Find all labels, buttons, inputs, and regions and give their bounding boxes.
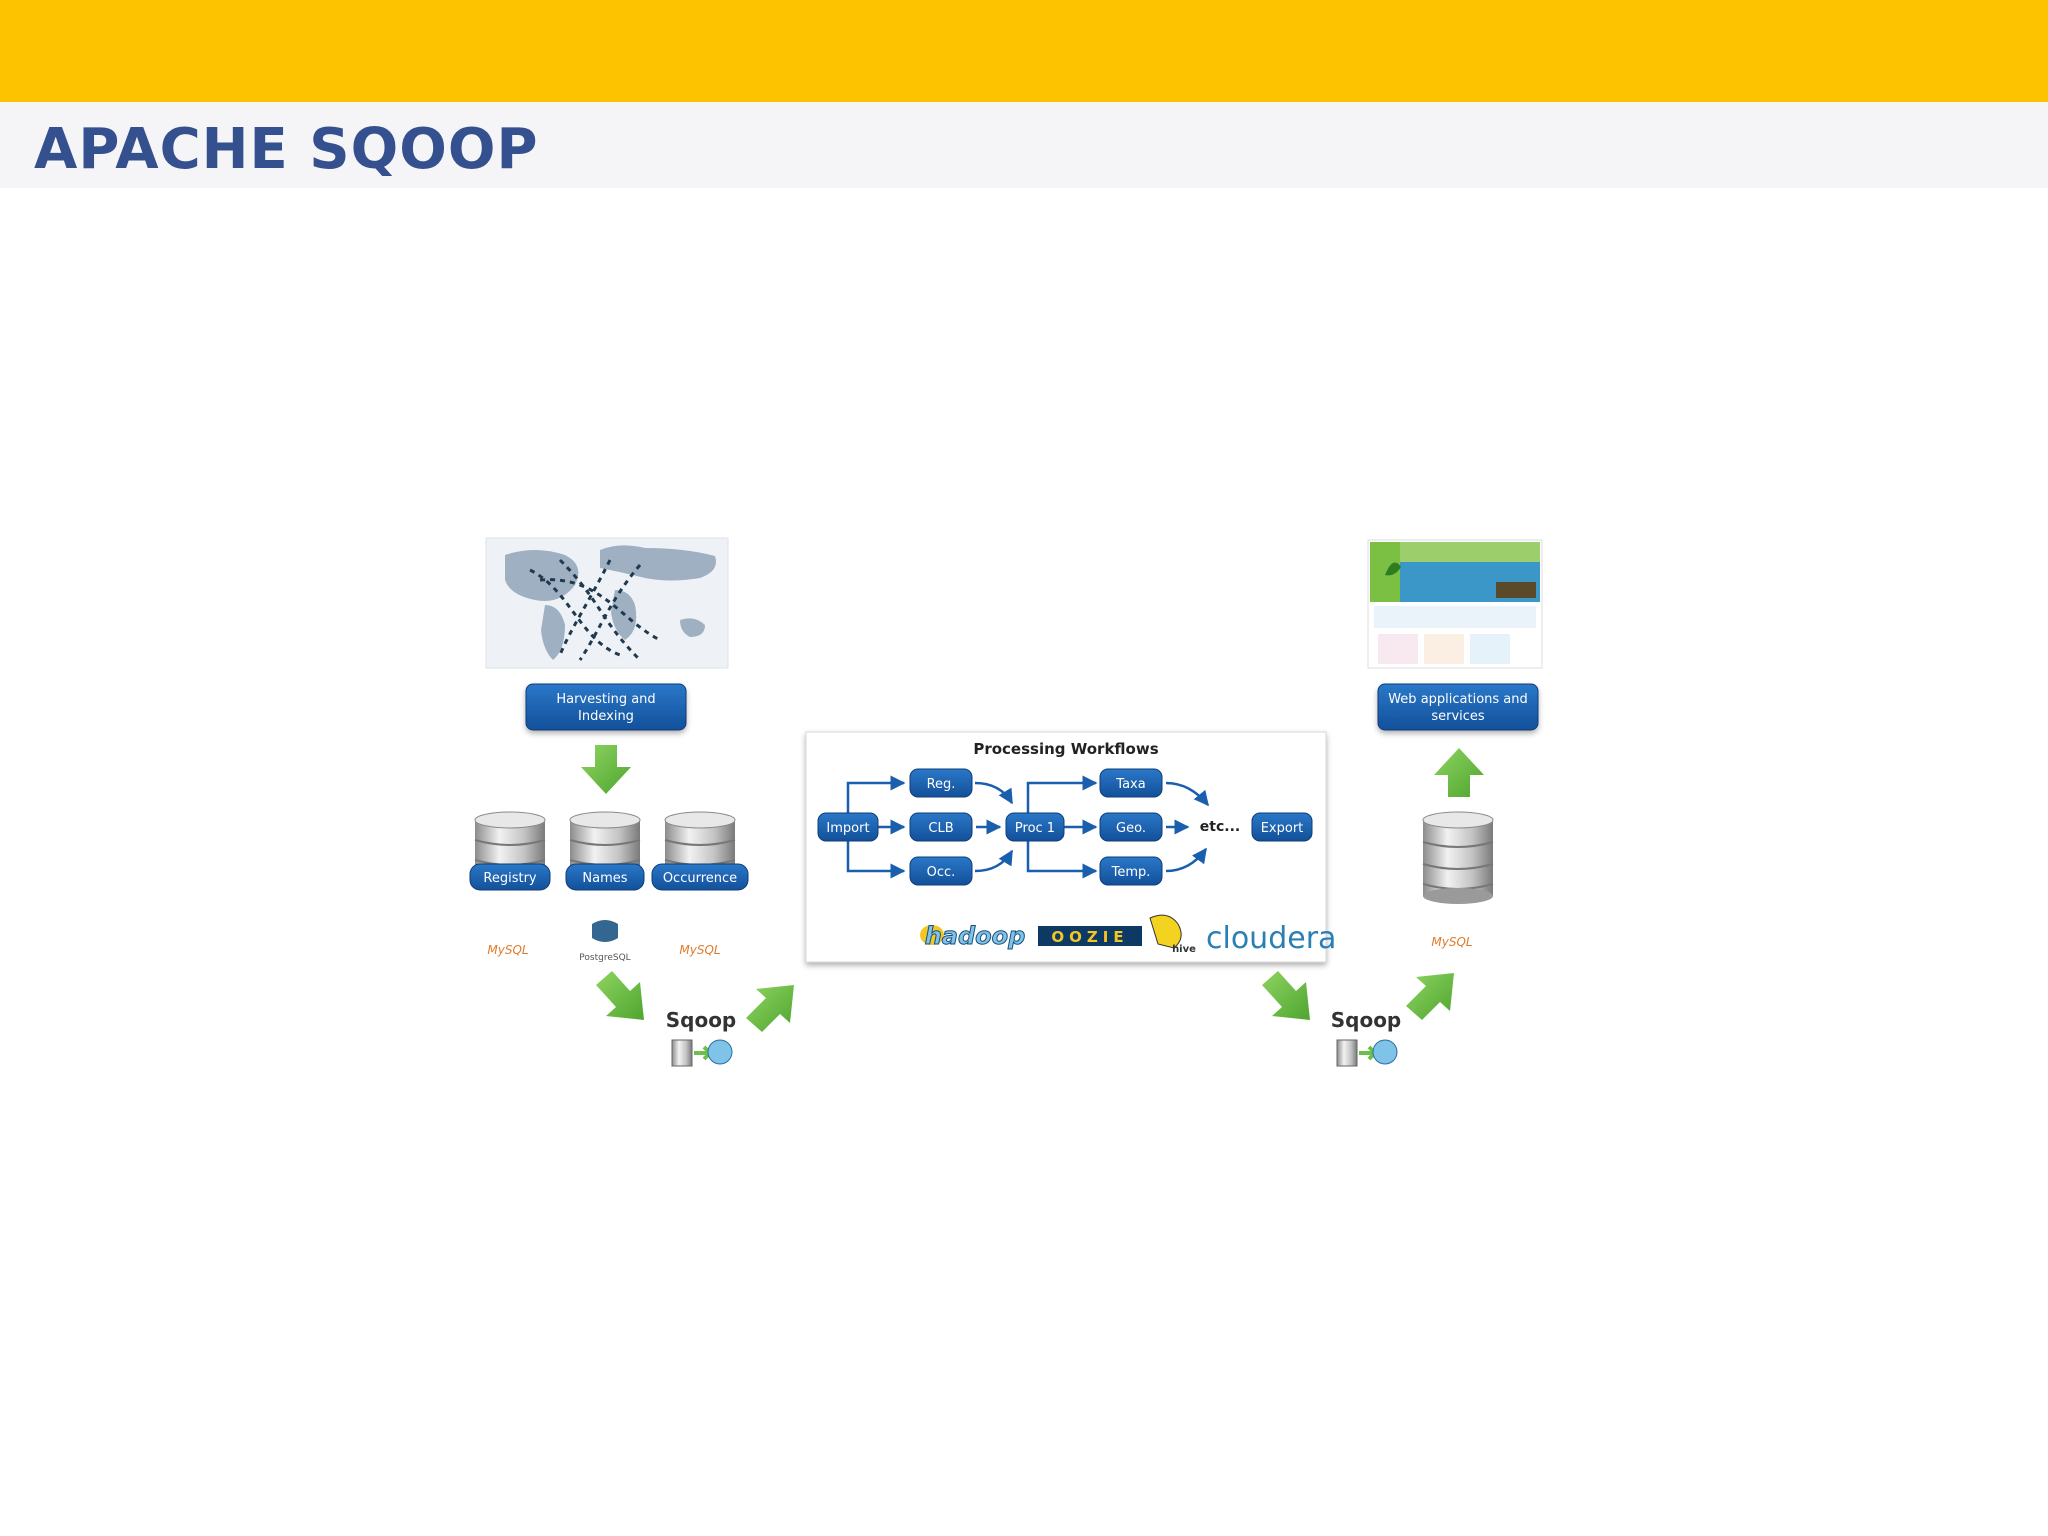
web-applications-box: Web applications and services xyxy=(1377,683,1539,731)
brand-postgresql: PostgreSQL xyxy=(579,953,630,963)
oozie-logo: OOZIE xyxy=(1038,926,1142,946)
svg-text:CLB: CLB xyxy=(928,821,953,836)
output-database: MySQL xyxy=(1422,811,1494,949)
node-geo: Geo. xyxy=(1099,812,1163,842)
brand-mysql-2: MySQL xyxy=(679,943,720,957)
sqoop-globe-icon xyxy=(707,1039,733,1065)
harvesting-label-line1: Harvesting and xyxy=(556,692,655,707)
database-occurrence: Occurrence MySQL xyxy=(651,811,749,957)
webapps-label-line1: Web applications and xyxy=(1388,692,1528,707)
sqoop-label-left: Sqoop xyxy=(666,1008,737,1032)
postgresql-elephant-icon xyxy=(592,920,618,942)
green-arrow-to-sqoop-right xyxy=(1262,971,1310,1020)
node-occ: Occ. xyxy=(909,856,973,886)
page-title: APACHE SQOOP xyxy=(34,117,539,182)
brand-mysql-output: MySQL xyxy=(1431,935,1472,949)
svg-text:Export: Export xyxy=(1261,821,1304,836)
svg-text:hive: hive xyxy=(1172,944,1196,955)
world-map-image xyxy=(485,537,729,669)
node-temp: Temp. xyxy=(1099,856,1163,886)
database-names: Names PostgreSQL xyxy=(565,811,645,963)
harvesting-label-line2: Indexing xyxy=(578,709,634,724)
svg-text:Temp.: Temp. xyxy=(1111,865,1151,880)
svg-text:Occ.: Occ. xyxy=(927,865,956,880)
node-reg: Reg. xyxy=(909,768,973,798)
node-etc: etc... xyxy=(1200,819,1240,835)
node-export: Export xyxy=(1251,812,1313,842)
processing-workflows-panel: Processing Workflows Import Reg. CL xyxy=(805,731,1336,963)
svg-text:OOZIE: OOZIE xyxy=(1051,928,1128,946)
green-arrow-to-sqoop-left xyxy=(596,971,644,1020)
node-clb: CLB xyxy=(909,812,973,842)
title-bar xyxy=(0,102,2048,188)
brand-mysql: MySQL xyxy=(487,943,528,957)
sqoop-left: Sqoop xyxy=(666,1008,737,1067)
green-arrow-up-right-right xyxy=(1406,973,1454,1020)
svg-text:Import: Import xyxy=(826,821,869,836)
database-registry: Registry MySQL xyxy=(469,811,551,957)
svg-text:cloudera: cloudera xyxy=(1206,921,1336,956)
green-arrow-up xyxy=(1434,748,1484,797)
top-accent-bar xyxy=(0,0,2048,102)
database-label-names: Names xyxy=(582,871,627,886)
node-taxa: Taxa xyxy=(1099,768,1163,798)
cloudera-logo: cloudera xyxy=(1206,921,1336,956)
svg-text:Geo.: Geo. xyxy=(1116,821,1146,836)
node-proc1: Proc 1 xyxy=(1005,812,1065,842)
sqoop-globe-icon-right xyxy=(1372,1039,1398,1065)
website-screenshot-image xyxy=(1367,539,1543,669)
green-arrow-down xyxy=(581,745,631,794)
svg-text:Taxa: Taxa xyxy=(1115,777,1145,792)
sqoop-label-right: Sqoop xyxy=(1331,1008,1402,1032)
hive-logo: hive xyxy=(1149,914,1196,955)
svg-text:hadoop: hadoop xyxy=(925,922,1026,950)
workflow-title: Processing Workflows xyxy=(973,740,1158,758)
green-arrow-up-right-left xyxy=(746,985,794,1032)
sqoop-right: Sqoop xyxy=(1331,1008,1402,1067)
svg-text:Reg.: Reg. xyxy=(927,777,956,792)
svg-text:Proc 1: Proc 1 xyxy=(1015,821,1055,836)
hadoop-logo: hadoop xyxy=(920,922,1026,951)
database-label-occurrence: Occurrence xyxy=(663,871,737,886)
webapps-label-line2: services xyxy=(1431,709,1485,724)
database-label-registry: Registry xyxy=(483,871,537,886)
harvesting-indexing-box: Harvesting and Indexing xyxy=(525,683,687,731)
node-import: Import xyxy=(817,812,879,842)
